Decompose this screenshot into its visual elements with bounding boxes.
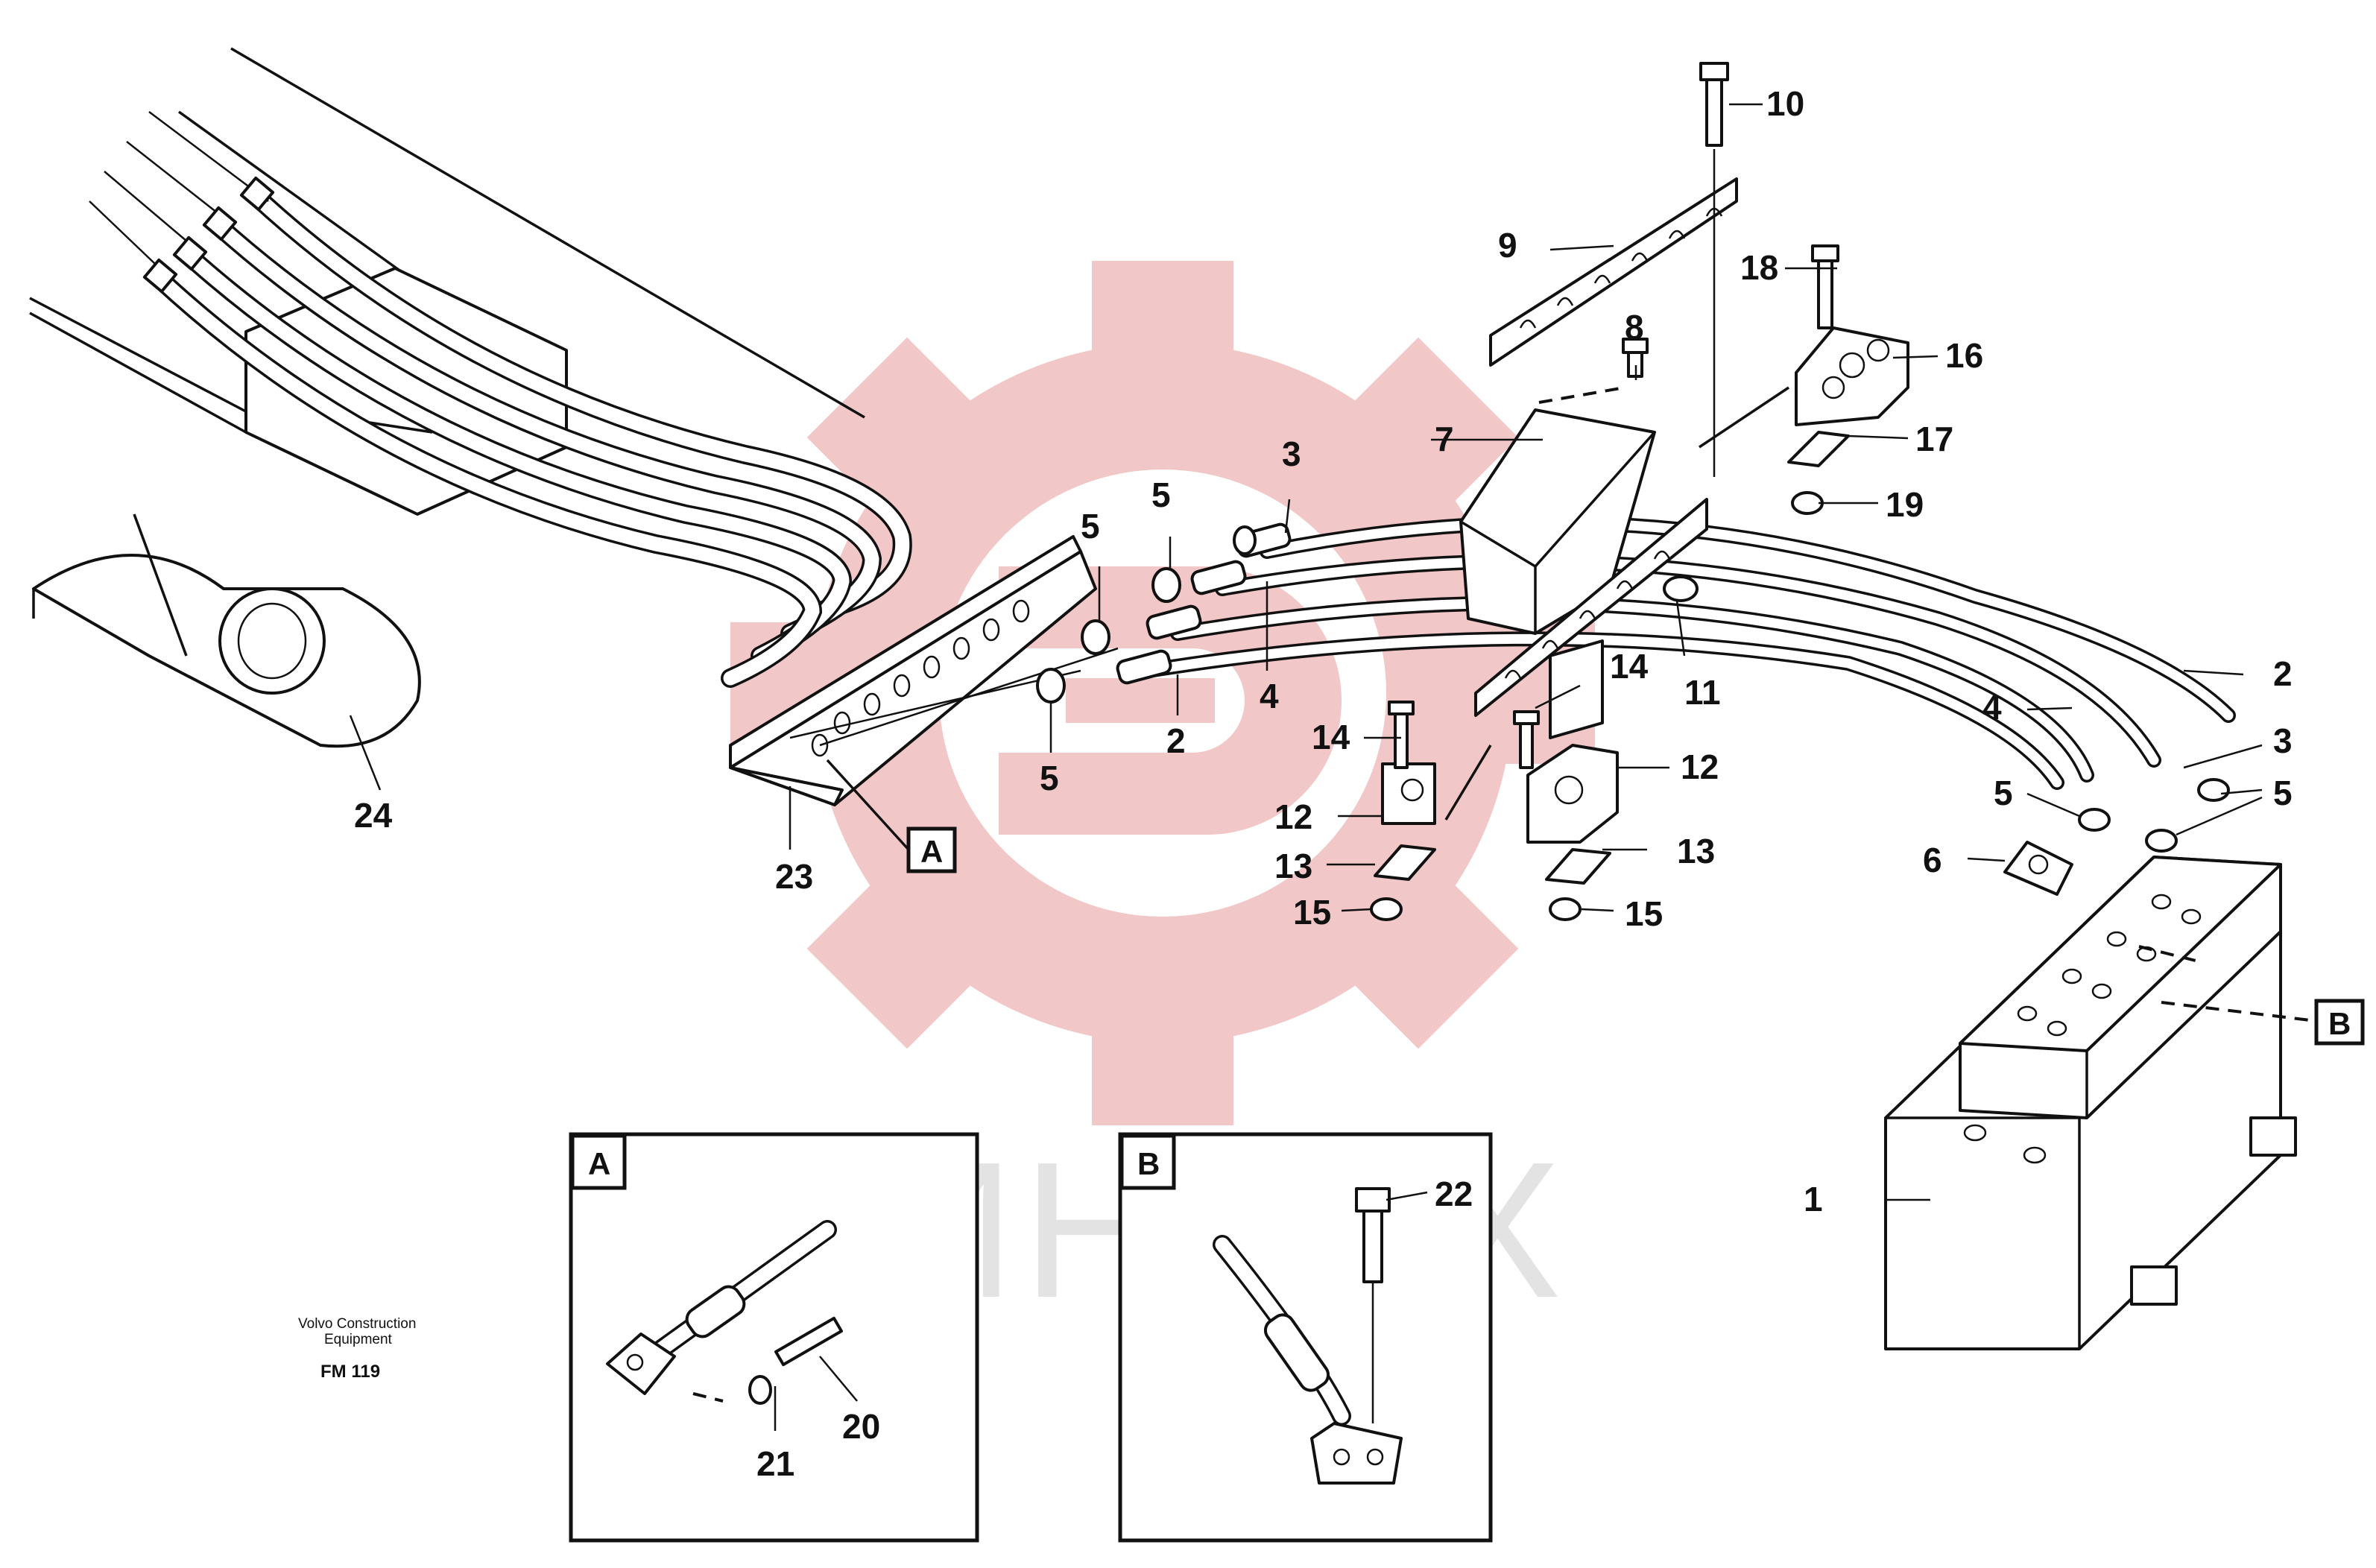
clamp-bar-9 — [1489, 177, 1738, 367]
callout-18: 18 — [1740, 248, 1778, 287]
callout-4-right: 4 — [1982, 688, 2002, 727]
clamp-16 — [1795, 326, 1909, 426]
caption-line1: Volvo Construction — [298, 1316, 416, 1332]
callout-12-right: 12 — [1681, 747, 1719, 786]
callout-19: 19 — [1886, 485, 1924, 524]
callout-5-d: 5 — [1994, 774, 2013, 812]
leader-clamp-line — [1444, 745, 1492, 821]
callout-22: 22 — [1435, 1175, 1473, 1213]
plate-13-left — [1374, 844, 1436, 881]
callout-4-left: 4 — [1260, 677, 1279, 715]
boom-hoses — [89, 111, 912, 688]
callout-17: 17 — [1915, 420, 1953, 458]
callout-numbers: 10 9 8 18 16 7 17 19 3 5 5 4 11 14 2 14 … — [354, 84, 2293, 1483]
nut-15-left — [1370, 897, 1403, 921]
view-marker-b-label: B — [2328, 1006, 2351, 1041]
plate-13-right — [1545, 848, 1611, 885]
callout-2-right: 2 — [2273, 654, 2293, 693]
detail-b-label: B — [1137, 1146, 1160, 1181]
callout-5-e: 5 — [2273, 774, 2293, 812]
detail-view-a — [569, 1132, 979, 1543]
plate-17 — [1787, 431, 1850, 467]
view-marker-a-label: A — [920, 834, 943, 869]
clamp-12-left — [1381, 762, 1436, 825]
bolt-10 — [1699, 62, 1729, 477]
callout-3-top: 3 — [1282, 434, 1301, 473]
seal-washers-left — [1036, 525, 1257, 704]
detail-view-b — [1118, 1132, 1493, 1543]
callout-9: 9 — [1498, 226, 1517, 265]
nut-15-right — [1549, 897, 1582, 921]
manifold-block-23 — [729, 535, 1097, 806]
caption-code: FM 119 — [320, 1362, 380, 1382]
callout-15-left: 15 — [1293, 893, 1331, 932]
callout-14-left: 14 — [1312, 718, 1350, 756]
callout-5-a: 5 — [1151, 475, 1171, 514]
assembly-line-valve — [2138, 945, 2199, 963]
callout-5-c: 5 — [1040, 759, 1059, 797]
seal-washers-right — [2078, 778, 2230, 853]
callout-3-right: 3 — [2273, 721, 2293, 760]
clamp-12-right — [1526, 744, 1619, 844]
clamp-6 — [2003, 841, 2073, 896]
callout-24: 24 — [354, 796, 393, 835]
nut-11 — [1663, 575, 1699, 602]
callout-15-right: 15 — [1625, 894, 1663, 933]
bolt-14-right — [1513, 710, 1540, 769]
leader-16-line — [1699, 386, 1789, 449]
callout-12-left: 12 — [1274, 797, 1312, 836]
control-valve-1 — [1884, 856, 2297, 1350]
callout-21: 21 — [756, 1444, 794, 1483]
assembly-line-8 — [1538, 386, 1625, 404]
callout-6: 6 — [1923, 841, 1942, 879]
callout-10: 10 — [1766, 84, 1804, 123]
connecting-hoses — [789, 515, 2236, 790]
callout-1: 1 — [1804, 1180, 1823, 1218]
nut-19 — [1791, 491, 1824, 515]
callout-16: 16 — [1945, 336, 1983, 375]
bracket-7 — [1459, 408, 1656, 739]
bolt-8 — [1622, 338, 1649, 378]
callout-8: 8 — [1625, 308, 1644, 347]
callout-13-right: 13 — [1677, 832, 1715, 870]
callout-2-left: 2 — [1166, 721, 1186, 760]
callout-5-b: 5 — [1081, 507, 1100, 546]
callout-13-left: 13 — [1274, 847, 1312, 885]
view-marker-b — [2161, 999, 2365, 1046]
caption-line2: Equipment — [324, 1332, 393, 1347]
callout-7: 7 — [1435, 420, 1454, 458]
callout-14-right: 14 — [1610, 647, 1649, 686]
bolt-18 — [1811, 244, 1839, 329]
leader-lines — [349, 103, 2263, 1431]
callout-23: 23 — [775, 857, 813, 896]
clamp-lower — [1474, 498, 1708, 717]
callout-20: 20 — [842, 1407, 880, 1446]
detail-a-label: A — [588, 1146, 610, 1181]
view-marker-a — [826, 759, 957, 873]
callout-11: 11 — [1684, 673, 1721, 712]
